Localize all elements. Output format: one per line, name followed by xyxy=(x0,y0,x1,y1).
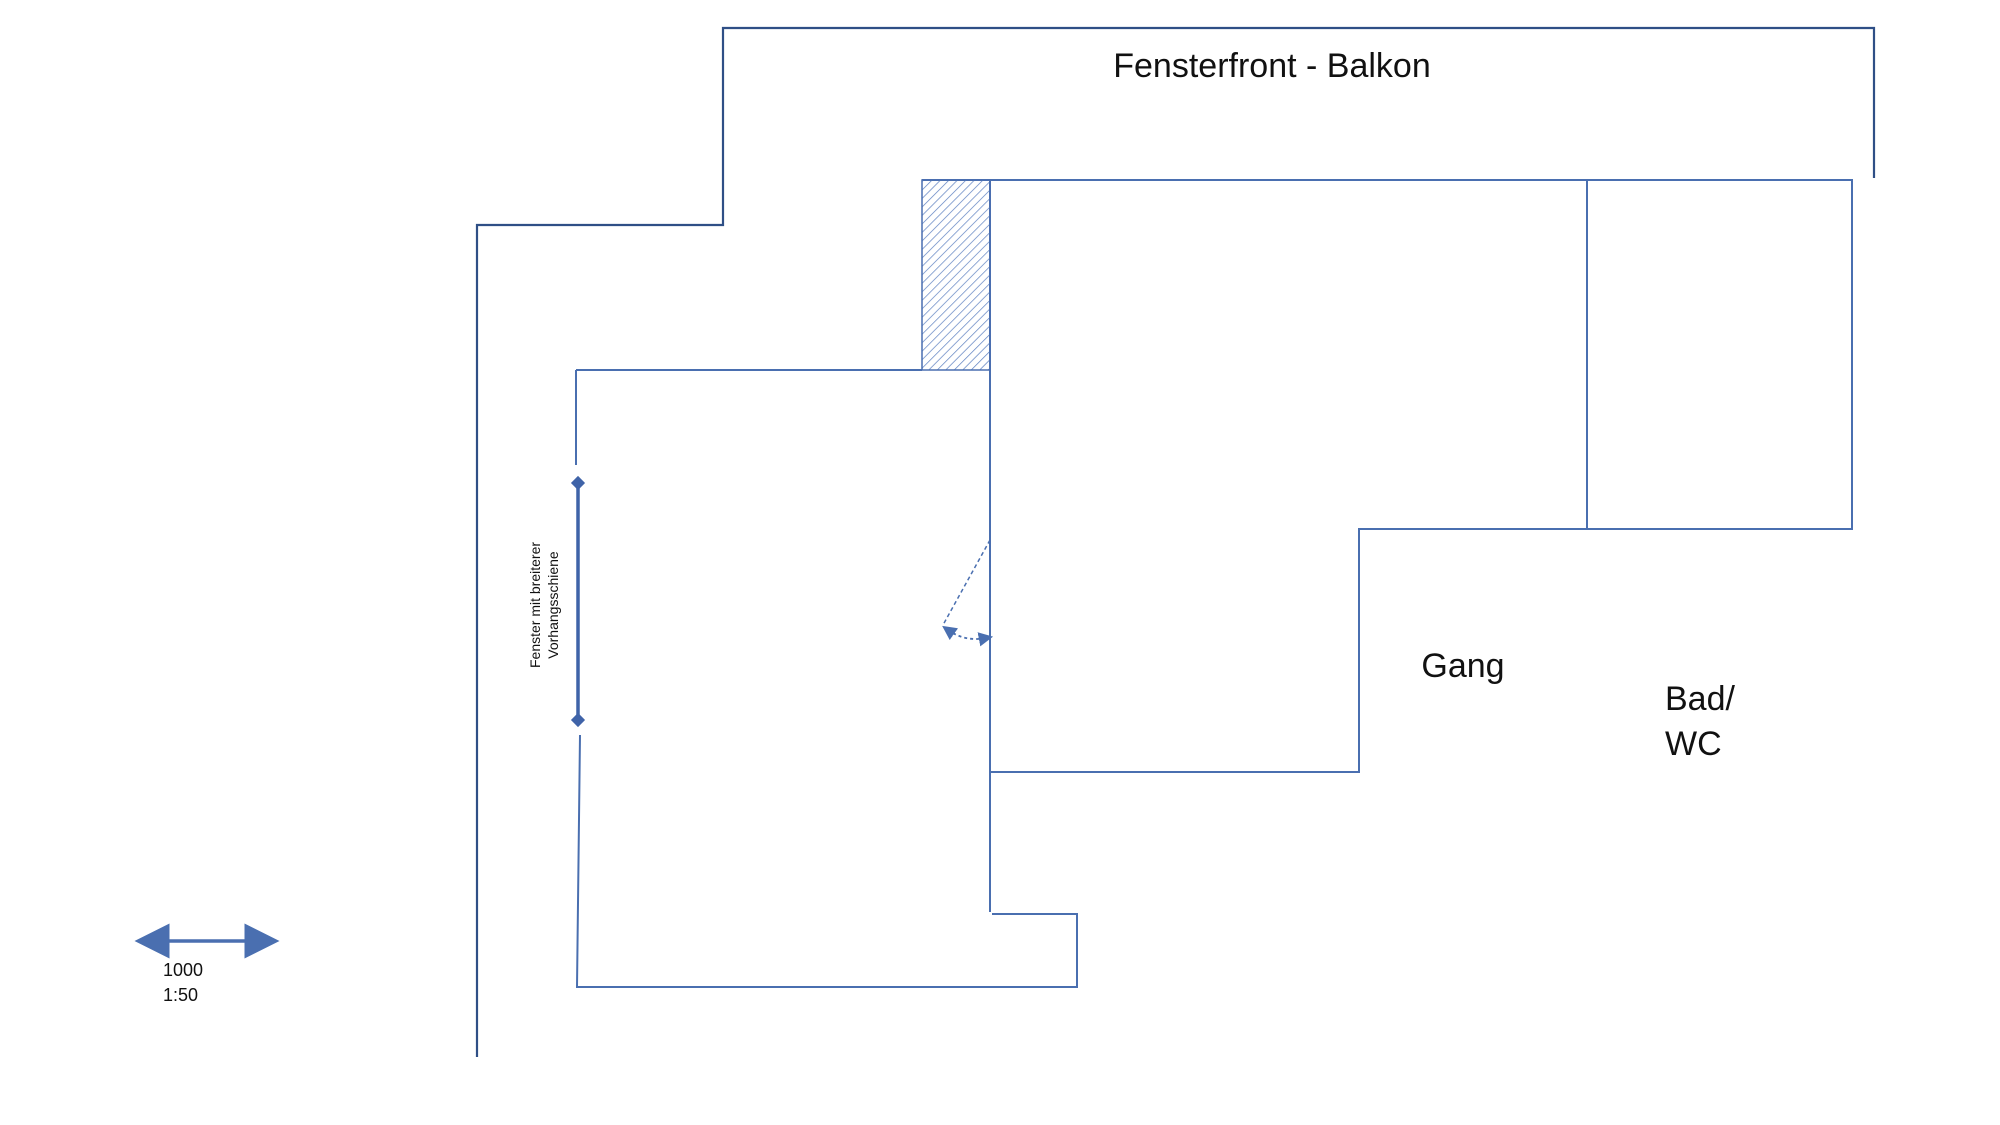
hallway-label: Gang xyxy=(1421,647,1504,685)
door-swing-arrow xyxy=(942,625,994,647)
room-top-wall xyxy=(922,179,1853,530)
outer-wall xyxy=(475,26,1876,1057)
door-leaf xyxy=(942,539,991,626)
window-rail-end-bottom xyxy=(570,712,586,728)
window-note-line2: Vorhangsschiene xyxy=(545,551,561,659)
hatched-column xyxy=(921,179,991,371)
scale-ratio-label: 1:50 xyxy=(163,985,198,1005)
window-rail-end-top xyxy=(570,475,586,491)
bathroom-label-line1: Bad/ xyxy=(1665,680,1735,718)
bedroom-left-wall-lower xyxy=(575,734,1078,988)
scale-length-label: 1000 xyxy=(163,960,203,980)
window-note-line1: Fenster mit breiterer xyxy=(527,542,543,668)
balcony-front-label: Fensterfront - Balkon xyxy=(1113,47,1430,85)
bathroom-label-line2: WC xyxy=(1665,725,1722,763)
window-note: Fenster mit breiterer Vorhangsschiene xyxy=(527,542,561,668)
hallway-wall xyxy=(990,528,1852,773)
